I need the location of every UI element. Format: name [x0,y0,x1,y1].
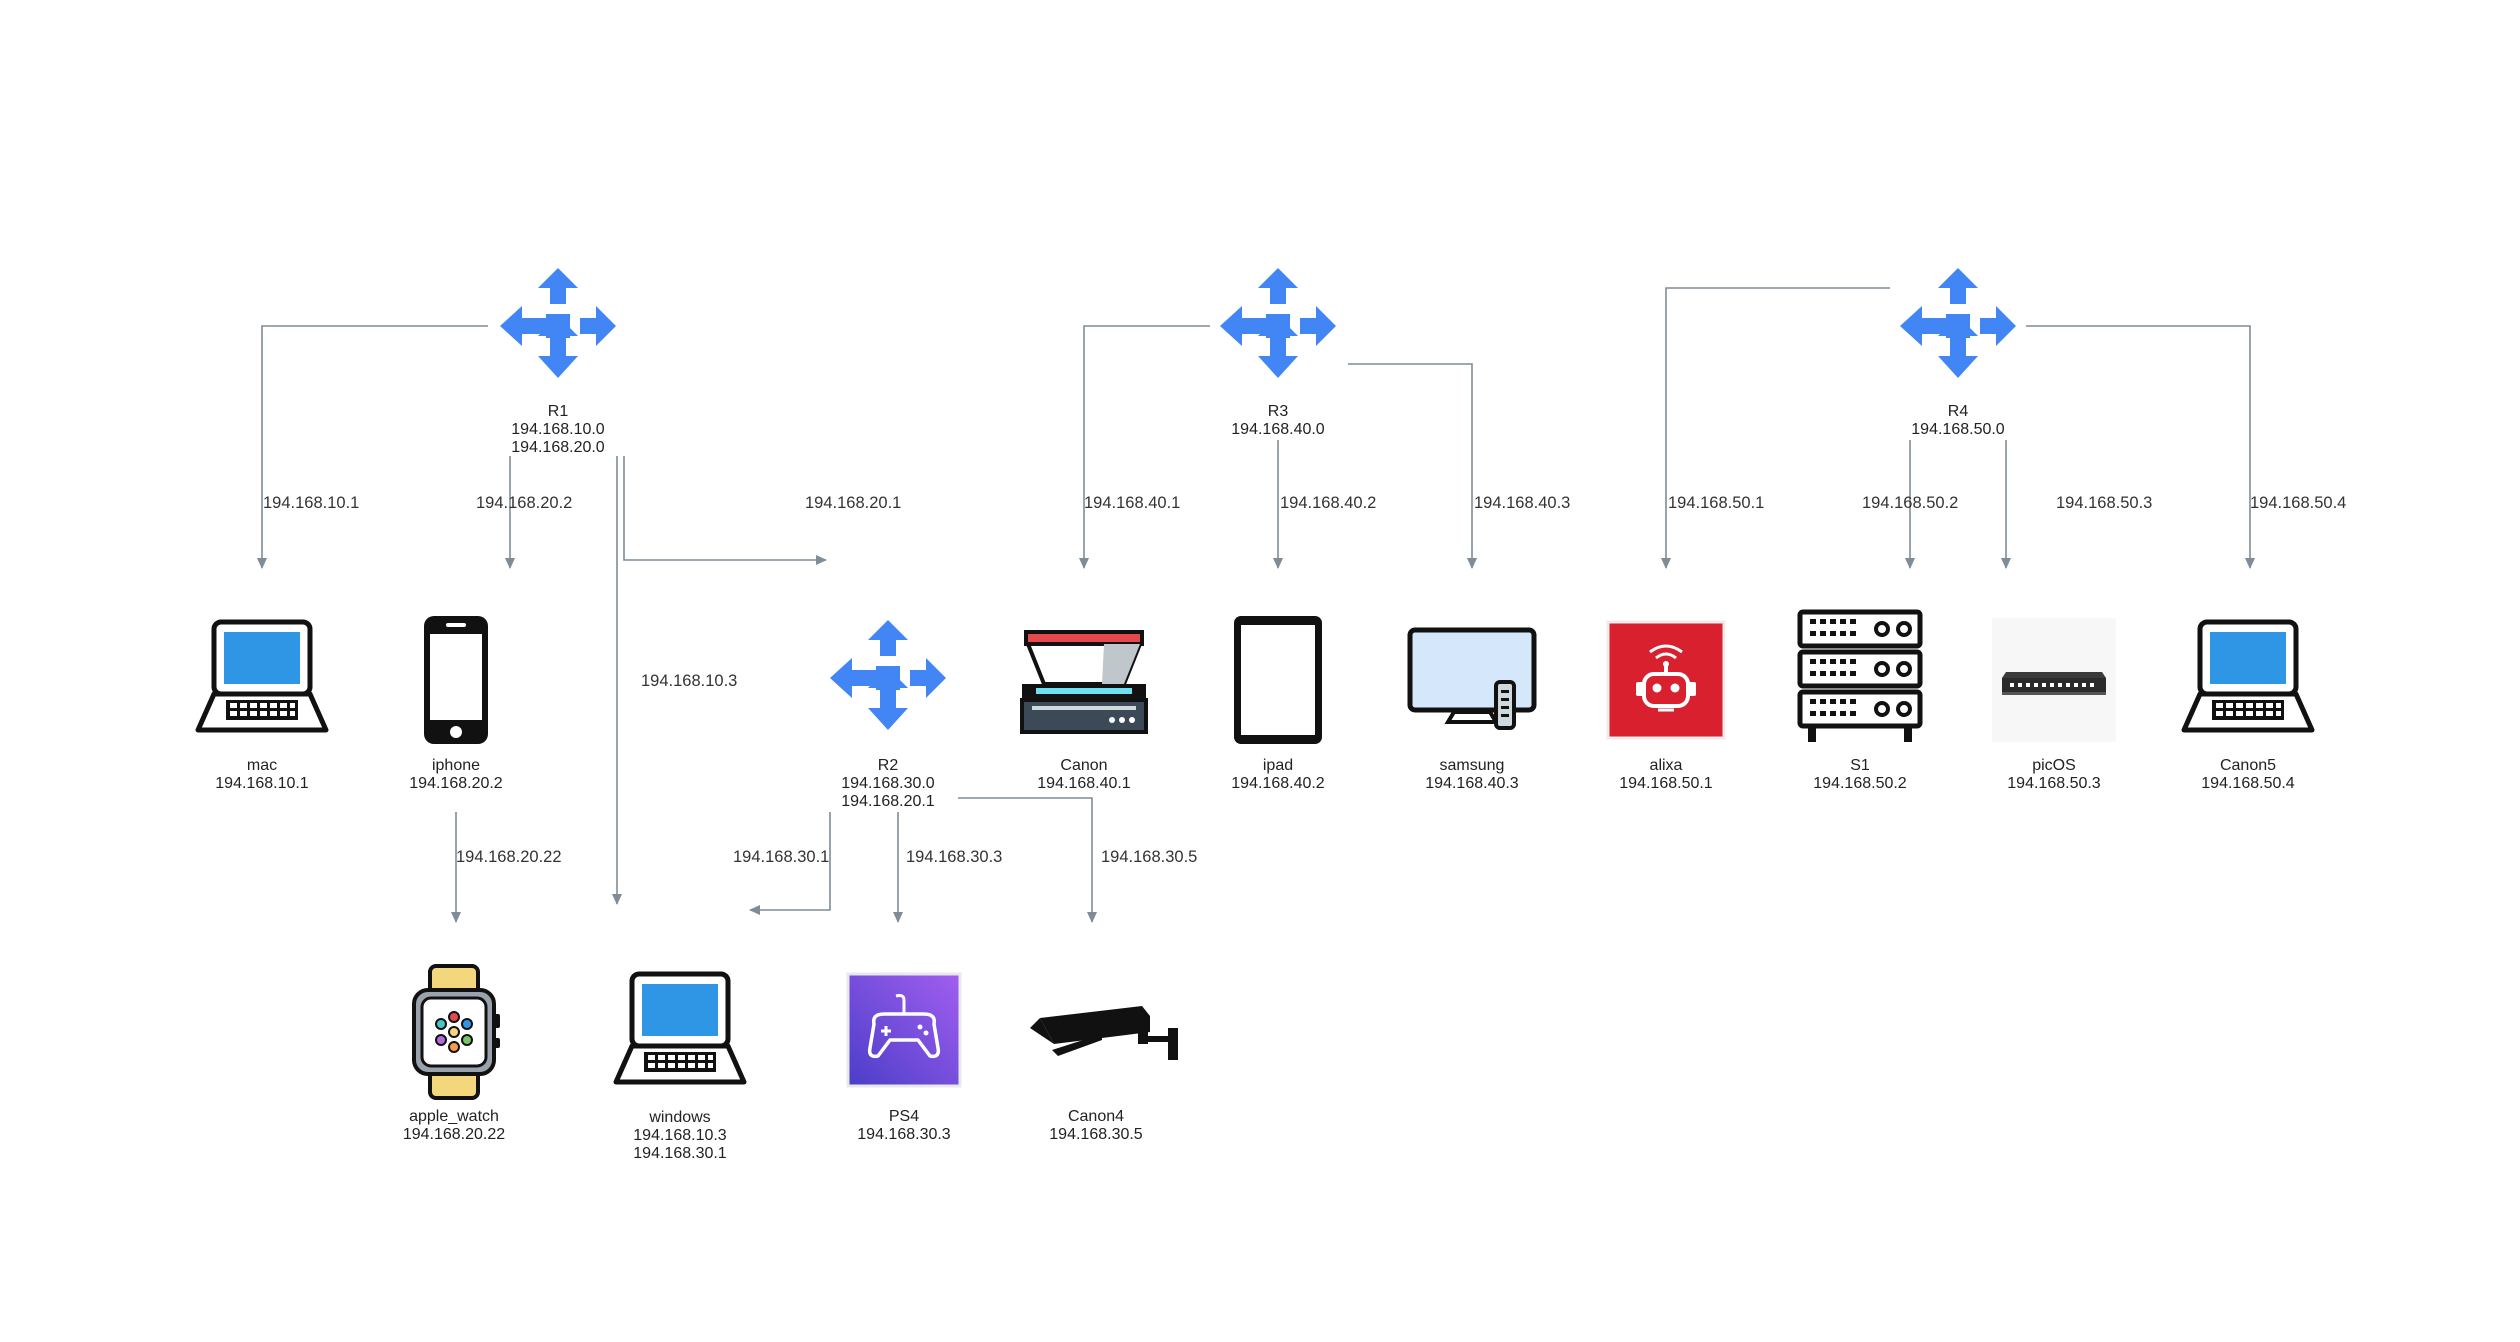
edge-label-r3-samsung: 194.168.40.3 [1474,494,1570,512]
edge-label-r2-windows: 194.168.30.1 [733,848,829,866]
node-name: apple_watch [409,1108,499,1125]
edge-r2-canon4[interactable] [958,797,1097,923]
edge-r2-windows[interactable] [749,812,831,915]
node-s1[interactable]: S1 194.168.50.2 [1800,612,1920,792]
node-ip: 194.168.10.0 [511,421,605,438]
node-name: Canon4 [1068,1108,1124,1125]
edge-label-r4-s1: 194.168.50.2 [1862,494,1958,512]
edge-labels: 194.168.10.1 194.168.20.2 194.168.20.1 1… [263,494,2346,866]
node-picos[interactable]: picOS 194.168.50.3 [1992,618,2116,792]
tablet-icon [1234,616,1322,744]
node-name: R2 [878,757,899,774]
node-canon[interactable]: Canon 194.168.40.1 [1020,630,1148,792]
node-name: S1 [1850,757,1870,774]
node-ip: 194.168.50.0 [1911,421,2005,438]
edge-r4-alixa[interactable] [1661,287,1890,569]
edges [257,287,2255,923]
gamepad-icon [846,972,962,1088]
node-ip: 194.168.30.5 [1049,1126,1143,1143]
node-ip: 194.168.40.3 [1425,775,1519,792]
node-name: PS4 [889,1108,919,1125]
laptop-icon [2184,622,2312,730]
laptop-icon [198,622,326,730]
edge-label-r3-canon: 194.168.40.1 [1084,494,1180,512]
node-name: Canon [1060,757,1107,774]
node-windows[interactable]: windows 194.168.10.3 194.168.30.1 [616,974,744,1162]
node-iphone[interactable]: iphone 194.168.20.2 [409,616,503,792]
node-ps4[interactable]: PS4 194.168.30.3 [846,972,962,1143]
watch-icon [412,964,502,1100]
node-ip: 194.168.30.0 [841,775,935,792]
node-ip: 194.168.40.1 [1037,775,1131,792]
phone-icon [424,616,488,744]
edge-label-r4-picos: 194.168.50.3 [2056,494,2152,512]
node-r3[interactable]: R3 194.168.40.0 [1220,268,1336,438]
node-r2[interactable]: R2 194.168.30.0 194.168.20.1 [830,620,946,810]
node-ip: 194.168.50.4 [2201,775,2295,792]
camera-icon [1030,1006,1178,1060]
node-ip: 194.168.40.0 [1231,421,1325,438]
node-name: R4 [1948,403,1969,420]
node-name: iphone [432,757,480,774]
edge-label-r4-canon5: 194.168.50.4 [2250,494,2346,512]
node-ip: 194.168.50.2 [1813,775,1907,792]
node-r4[interactable]: R4 194.168.50.0 [1900,268,2016,438]
router-icon [500,268,616,378]
edge-r3-canon[interactable] [1079,325,1210,569]
scanner-icon [1020,630,1148,734]
router-icon [1900,268,2016,378]
edge-label-r1-r2: 194.168.20.1 [805,494,901,512]
node-canon4[interactable]: Canon4 194.168.30.5 [1030,1006,1178,1143]
node-name: picOS [2032,757,2076,774]
node-r1[interactable]: R1 194.168.10.0 194.168.20.0 [500,268,616,456]
node-name: windows [648,1109,710,1126]
laptop-icon [616,974,744,1082]
router-icon [1220,268,1336,378]
node-ip: 194.168.20.1 [841,793,935,810]
edge-label-r4-alixa: 194.168.50.1 [1668,494,1764,512]
edge-r1-mac[interactable] [257,325,488,569]
node-ip: 194.168.30.1 [633,1145,727,1162]
tv-icon [1410,630,1534,728]
node-ip: 194.168.10.1 [215,775,309,792]
robot-icon [1606,620,1726,740]
switch-icon [1992,618,2116,742]
node-apple-watch[interactable]: apple_watch 194.168.20.22 [403,964,505,1143]
edge-label-r1-iphone: 194.168.20.2 [476,494,572,512]
node-name: mac [247,757,277,774]
node-name: R3 [1268,403,1289,420]
edge-label-r1-windows: 194.168.10.3 [641,672,737,690]
node-name: ipad [1263,757,1293,774]
node-ipad[interactable]: ipad 194.168.40.2 [1231,616,1325,792]
node-ip: 194.168.10.3 [633,1127,727,1144]
node-alixa[interactable]: alixa 194.168.50.1 [1606,620,1726,792]
node-canon5[interactable]: Canon5 194.168.50.4 [2184,622,2312,792]
node-ip: 194.168.20.2 [409,775,503,792]
node-name: alixa [1650,757,1683,774]
node-ip: 194.168.50.3 [2007,775,2101,792]
edge-label-r2-ps4: 194.168.30.3 [906,848,1002,866]
node-name: samsung [1440,757,1505,774]
node-name: R1 [548,403,569,420]
node-name: Canon5 [2220,757,2276,774]
node-ip: 194.168.40.2 [1231,775,1325,792]
node-ip: 194.168.20.0 [511,439,605,456]
edge-label-r1-mac: 194.168.10.1 [263,494,359,512]
edge-r3-samsung[interactable] [1348,363,1477,569]
edge-label-r3-ipad: 194.168.40.2 [1280,494,1376,512]
router-icon [830,620,946,730]
edge-label-iphone-watch: 194.168.20.22 [456,848,562,866]
node-samsung[interactable]: samsung 194.168.40.3 [1410,630,1534,792]
edge-r4-canon5[interactable] [2026,325,2255,569]
node-mac[interactable]: mac 194.168.10.1 [198,622,326,792]
edge-label-r2-canon4: 194.168.30.5 [1101,848,1197,866]
node-ip: 194.168.50.1 [1619,775,1713,792]
node-ip: 194.168.20.22 [403,1126,505,1143]
node-ip: 194.168.30.3 [857,1126,951,1143]
server-icon [1800,612,1920,742]
edge-r1-r2[interactable] [623,456,827,565]
